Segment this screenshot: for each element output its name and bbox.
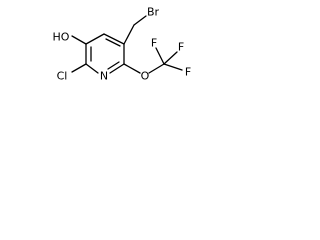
bond-cf3-f-top <box>163 51 178 65</box>
atom-o: O <box>141 70 150 83</box>
atom-labels: Br HO Cl N O F F F <box>53 6 192 83</box>
chemical-structure-diagram: Br HO Cl N O F F F <box>53 6 192 83</box>
bond-c2-cl <box>71 63 87 73</box>
bond-n-c2 <box>85 63 99 74</box>
bond-c5-ch2 <box>123 24 135 45</box>
bond-o-cf3 <box>148 63 165 74</box>
atom-f-right: F <box>185 66 191 79</box>
bond-c6-n <box>109 63 125 74</box>
atom-br: Br <box>147 6 160 19</box>
bond-c3-c4 <box>85 33 105 45</box>
bond-c4-c5 <box>103 33 125 45</box>
atom-n: N <box>100 70 108 83</box>
bond-c3-oh <box>71 35 87 45</box>
bonds <box>71 15 183 74</box>
bond-ch2-br <box>133 15 147 26</box>
bond-cf3-f-left <box>155 47 165 65</box>
atom-cl: Cl <box>57 70 68 83</box>
atom-f-top: F <box>178 41 184 54</box>
bond-c6-o <box>123 63 141 74</box>
atom-ho: HO <box>53 31 70 44</box>
atom-f-left: F <box>151 37 157 50</box>
double-bond-c4-c5 <box>105 38 121 47</box>
bond-cf3-f-right <box>163 63 183 71</box>
double-bond-c6-n <box>107 61 120 70</box>
